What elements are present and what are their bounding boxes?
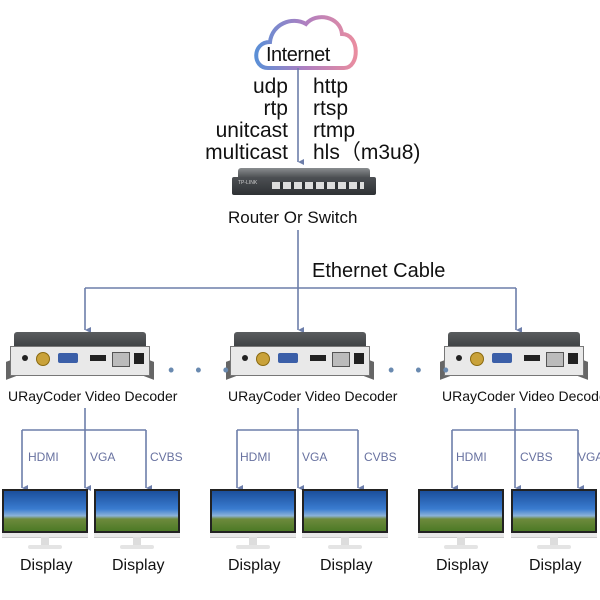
hdmi-port (90, 355, 106, 361)
output-label-vga: VGA (578, 450, 600, 464)
monitor-icon (94, 489, 180, 551)
output-label-vga: VGA (302, 450, 328, 464)
output-label-hdmi: HDMI (456, 450, 487, 464)
ethernet-cable-label: Ethernet Cable (312, 260, 446, 282)
dc-power-port (354, 353, 364, 364)
lan-port (332, 352, 350, 367)
router-ports (272, 182, 364, 189)
hdmi-port (524, 355, 540, 361)
router-label: Router Or Switch (228, 208, 358, 227)
protocols-left: udp rtp unitcast multicast (178, 76, 288, 164)
decoder-device-image-3 (440, 332, 588, 384)
hdmi-port (310, 355, 326, 361)
decoder-label-2: URayCoder Video Decoder (228, 388, 398, 404)
protocol-unitcast: unitcast (215, 119, 288, 142)
protocols-right: http rtsp rtmp hls（m3u8) (313, 76, 473, 164)
output-label-vga: VGA (90, 450, 116, 464)
decoder-device-image-1 (6, 332, 154, 384)
router-brand: TP-LINK (238, 180, 258, 186)
display-label: Display (320, 557, 373, 574)
protocol-http: http (313, 75, 349, 98)
ellipsis-dots-1: • • • (168, 360, 237, 380)
bnc-port (36, 352, 50, 366)
dc-power-port (134, 353, 144, 364)
decoder-label-1: URayCoder Video Decoder (8, 388, 178, 404)
monitor-icon (511, 489, 597, 551)
decoder-device-image-2 (226, 332, 374, 384)
output-label-cvbs: CVBS (520, 450, 553, 464)
display-label: Display (228, 557, 281, 574)
lan-port (112, 352, 130, 367)
monitor-icon (2, 489, 88, 551)
lan-port (546, 352, 564, 367)
dc-power-port (568, 353, 578, 364)
internet-label: Internet (266, 44, 330, 66)
monitor-icon (210, 489, 296, 551)
display-label: Display (20, 557, 73, 574)
output-label-hdmi: HDMI (240, 450, 271, 464)
protocol-rtsp: rtsp (313, 97, 349, 120)
decoder-label-3: URayCoder Video Decoder (442, 388, 600, 404)
vga-port (492, 353, 512, 363)
monitor-icon (302, 489, 388, 551)
output-label-hdmi: HDMI (28, 450, 59, 464)
cloud-icon (254, 15, 358, 70)
display-label: Display (436, 557, 489, 574)
bnc-port (470, 352, 484, 366)
protocol-rtp: rtp (263, 97, 288, 120)
vga-port (58, 353, 78, 363)
display-label: Display (112, 557, 165, 574)
output-label-cvbs: CVBS (150, 450, 183, 464)
display-label: Display (529, 557, 582, 574)
protocol-hls: hls（m3u8) (313, 141, 421, 164)
router-switch-image: TP-LINK (232, 168, 376, 198)
output-label-cvbs: CVBS (364, 450, 397, 464)
protocol-multicast: multicast (205, 141, 288, 164)
vga-port (278, 353, 298, 363)
monitor-icon (418, 489, 504, 551)
protocol-rtmp: rtmp (313, 119, 355, 142)
ellipsis-dots-2: • • • (388, 360, 457, 380)
bnc-port (256, 352, 270, 366)
protocol-udp: udp (252, 75, 288, 98)
